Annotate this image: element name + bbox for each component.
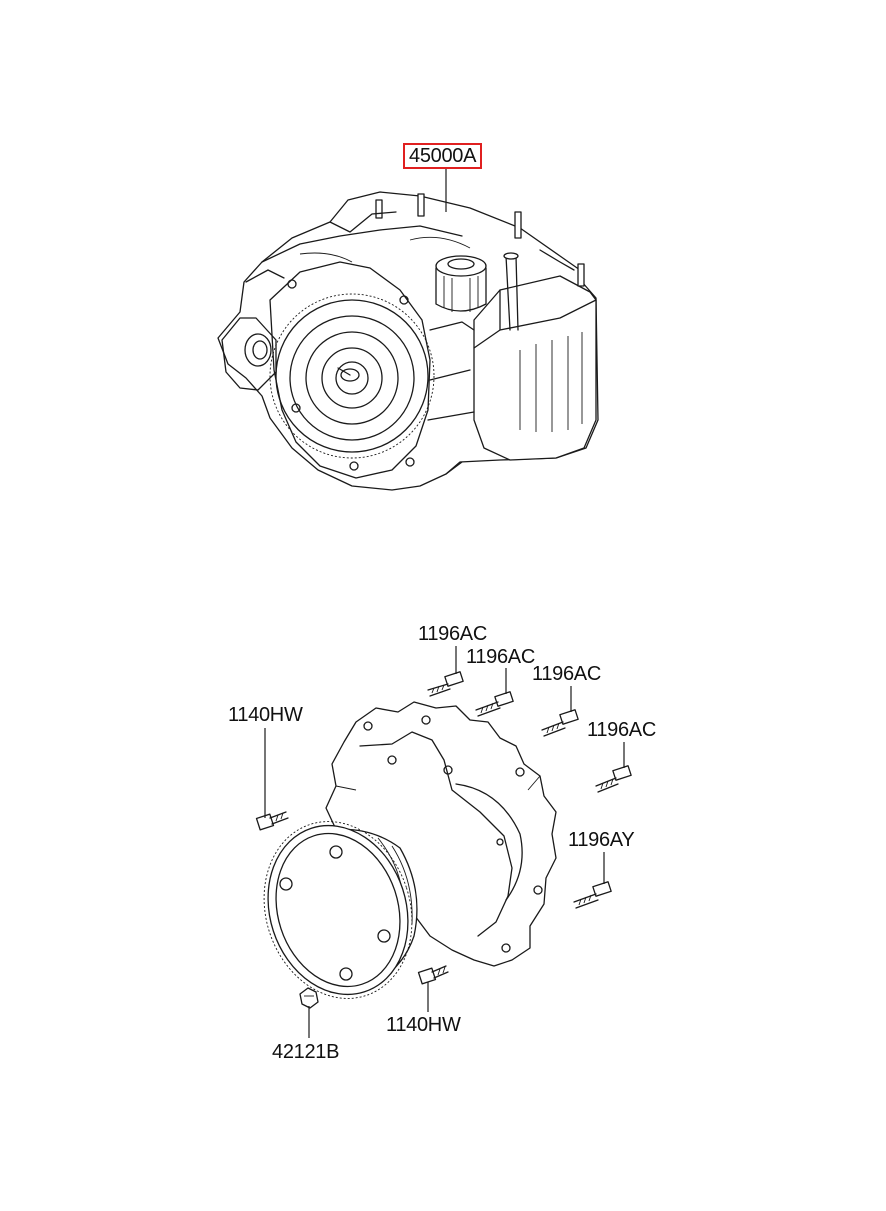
transaxle-assembly[interactable] (217, 191, 599, 491)
bolt-1196ac-2[interactable] (475, 691, 514, 717)
top-studs (375, 193, 585, 287)
torque-converter[interactable] (242, 802, 435, 1018)
callout-1140hw-bottom[interactable]: 1140HW (386, 1014, 461, 1036)
callout-1196ac-4[interactable]: 1196AC (587, 719, 656, 741)
callout-1196ac-2[interactable]: 1196AC (466, 646, 535, 668)
callout-1196ac-1[interactable]: 1196AC (418, 623, 487, 645)
callout-1196ac-3[interactable]: 1196AC (532, 663, 601, 685)
bolt-1196ac-4[interactable] (595, 765, 632, 793)
bolt-1196ay[interactable] (573, 881, 612, 909)
bolt-1140hw-left[interactable] (255, 811, 289, 831)
bolt-1196ac-3[interactable] (541, 709, 579, 737)
leader-lines (264, 646, 625, 1038)
callout-1140hw-left[interactable]: 1140HW (228, 704, 303, 726)
bolt-1196ac-1[interactable] (427, 671, 464, 697)
plate-bolt-42121b[interactable] (299, 987, 319, 1009)
bolt-1140hw-bottom[interactable] (417, 965, 449, 985)
callout-1196ay[interactable]: 1196AY (568, 829, 635, 851)
callout-42121b[interactable]: 42121B (272, 1041, 340, 1063)
callout-45000a[interactable]: 45000A (403, 143, 483, 169)
